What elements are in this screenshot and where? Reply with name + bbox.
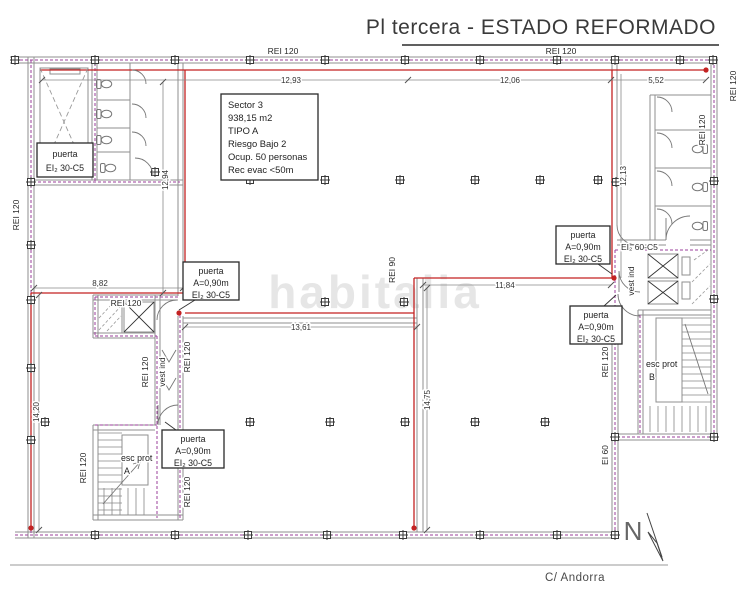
dim-text: 14,75	[423, 389, 432, 410]
rei-120-label: REI 120	[111, 298, 142, 308]
door-label-box-2: puerta A=0,90m EI₂ 30-C5	[555, 225, 613, 275]
rei-120-label: REI 120	[268, 46, 299, 56]
toilet-icon	[96, 135, 113, 145]
door-label-rating: EI₂ 30-C5	[174, 458, 212, 468]
dim-text: 12,06	[500, 76, 521, 85]
lifts-right	[647, 249, 711, 305]
sector-risk: Riesgo Bajo 2	[228, 138, 286, 149]
evacuation-route-lines	[28, 67, 709, 531]
sector-evac: Rec evac <50m	[228, 164, 294, 175]
vestibule-label: vest ind	[157, 357, 167, 387]
toilet-icon	[691, 182, 708, 192]
dim-text: 11,84	[495, 281, 515, 290]
door-label-rating: EI₂ 30-C5	[192, 290, 230, 300]
rei-120-label: REI 120	[600, 346, 610, 377]
doors-right-zone	[616, 215, 691, 317]
interior-walls	[28, 63, 711, 532]
ei-60-label: EI 60	[600, 445, 610, 465]
street-label: C/ Andorra	[545, 572, 605, 584]
toilets-top-left	[96, 69, 154, 177]
watermark: habitalia	[268, 266, 482, 318]
rei-120-label: REI 120	[78, 452, 88, 483]
north-arrow-head	[647, 531, 664, 562]
title-block: Pl tercera - ESTADO REFORMADO	[366, 16, 719, 46]
sector-occupancy: Ocup. 50 personas	[228, 151, 308, 162]
dim-text: 12,13	[619, 165, 628, 186]
door-label-box-1: puerta A=0,90m EI₂ 30-C5	[178, 261, 240, 311]
toilet-icon	[100, 163, 117, 173]
rei-90-label: REI 90	[387, 257, 397, 283]
door-label-width: A=0,90m	[193, 278, 228, 288]
ei2-60-c5-label: EI₂ 60-C5	[621, 242, 658, 252]
door-label-width: A=0,90m	[175, 446, 210, 456]
door-label-title: puerta	[571, 230, 596, 240]
corridor-chevrons	[161, 349, 177, 391]
door-label-width: A=0,90m	[565, 242, 600, 252]
door-label-title: puerta	[181, 434, 206, 444]
toilet-icon	[96, 109, 113, 119]
sector-info-box: Sector 3 938,15 m2 TIPO A Riesgo Bajo 2 …	[220, 93, 319, 181]
page-title: Pl tercera - ESTADO REFORMADO	[366, 16, 716, 39]
rei-120-label: REI 120	[697, 114, 707, 145]
evac-door-dot	[176, 310, 182, 316]
vestibule-label: vest ind	[626, 266, 636, 296]
evac-endpoint-dot	[411, 525, 417, 531]
sector-area: 938,15 m2	[228, 112, 272, 123]
stair-b-label: esc prot	[646, 359, 678, 369]
north-label: N	[624, 516, 643, 546]
door-label-rating: EI₂ 30-C5	[564, 254, 602, 264]
stair-a-letter: A	[124, 466, 130, 476]
door-label-rating: EI₂ 30-C5	[577, 334, 615, 344]
door-label-width: A=0,90m	[578, 322, 613, 332]
sector-type: TIPO A	[228, 125, 259, 136]
toilets-top-right	[656, 96, 708, 231]
rei-120-label: REI 120	[182, 341, 192, 372]
dim-text: 12,94	[161, 169, 170, 190]
dim-text: 14,20	[32, 401, 41, 422]
rei-120-label: REI 120	[728, 70, 738, 101]
lift-door-label-box: puerta EI₂ 30-C5	[36, 142, 94, 178]
door-label-box-4: puerta A=0,90m EI₂ 30-C5	[161, 421, 225, 469]
toilet-icon	[691, 221, 708, 231]
evac-endpoint-dot	[28, 525, 34, 531]
door-label-box-3: puerta A=0,90m EI₂ 30-C5	[569, 294, 623, 345]
rei-120-label: REI 120	[546, 46, 577, 56]
room-labels: vest ind vest ind esc prot A esc prot B	[120, 265, 680, 478]
dimension-texts: 12,93 12,06 5,52 12,94 12,13 8,82 13,61 …	[31, 75, 666, 424]
north-arrow: N	[624, 512, 664, 562]
shaft-block-left	[98, 299, 178, 333]
door-label-rating: EI₂ 30-C5	[46, 163, 84, 173]
sector-name: Sector 3	[228, 99, 263, 110]
rei-120-label: REI 120	[140, 356, 150, 387]
stair-b	[649, 317, 711, 432]
street: C/ Andorra	[10, 564, 668, 584]
evac-endpoint-dot	[703, 67, 709, 73]
toilet-icon	[96, 79, 113, 89]
stair-a	[98, 404, 179, 515]
evac-door-dot	[611, 275, 617, 281]
fire-rating-labels: REI 120 REI 120 REI 120 REI 120 REI 120 …	[10, 45, 740, 509]
door-label-title: puerta	[584, 310, 609, 320]
dim-text: 12,93	[281, 76, 302, 85]
stair-a-label: esc prot	[121, 453, 153, 463]
dim-text: 5,52	[648, 76, 664, 85]
rei-120-label: REI 120	[182, 476, 192, 507]
dim-text: 13,61	[291, 323, 312, 332]
stair-b-letter: B	[649, 372, 655, 382]
door-label-title: puerta	[199, 266, 224, 276]
rei-120-label: REI 120	[11, 199, 21, 230]
door-label-title: puerta	[53, 149, 78, 159]
dim-text: 8,82	[92, 279, 108, 288]
